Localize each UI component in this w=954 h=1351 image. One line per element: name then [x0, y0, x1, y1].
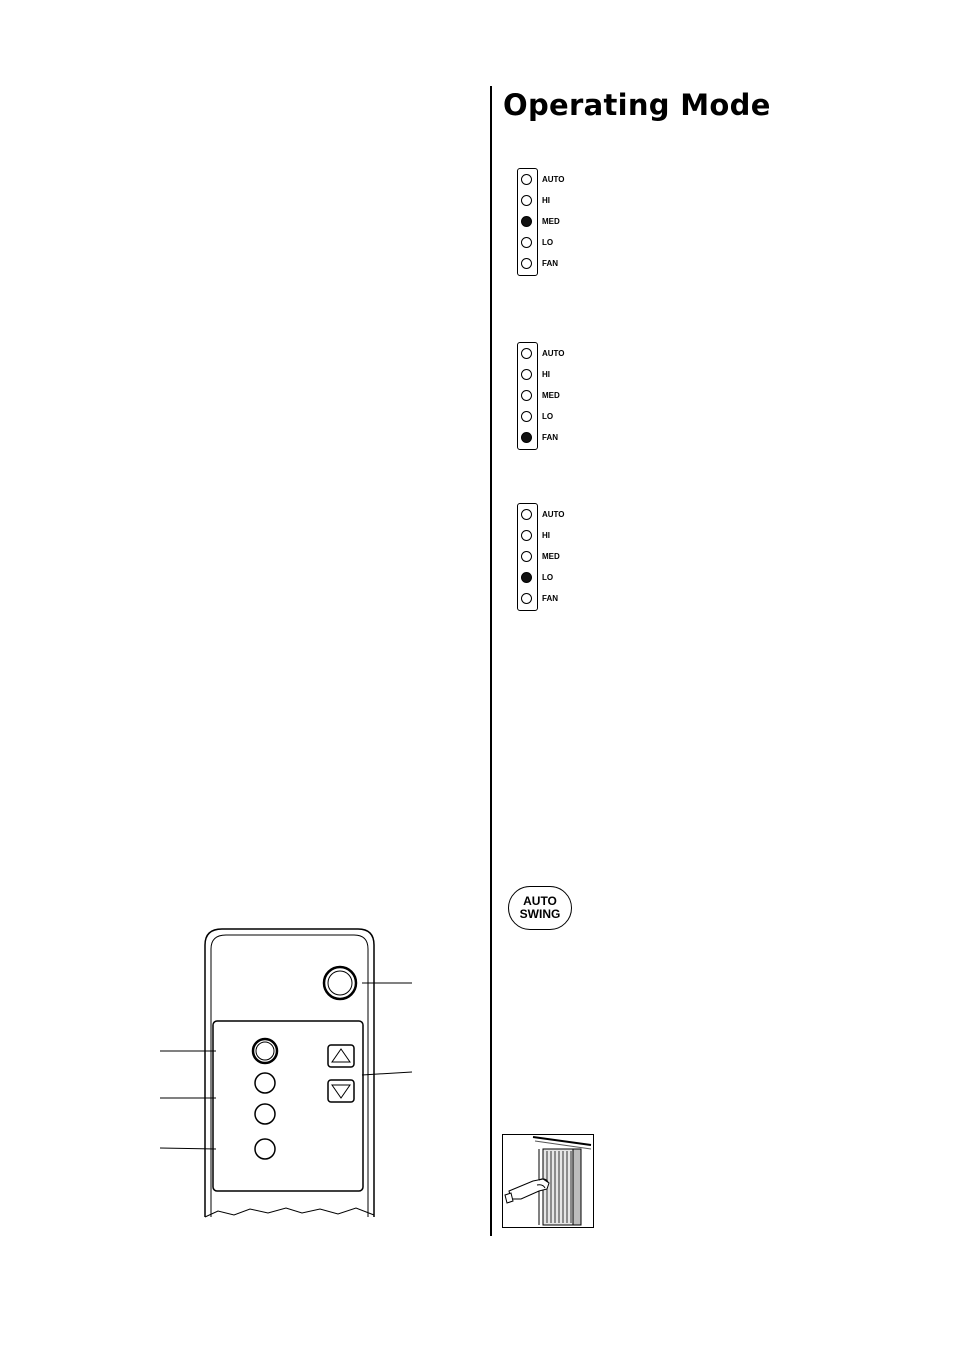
led-med-lit: [521, 216, 532, 227]
mode-indicator-panel: AUTO HI MED LO FAN: [517, 503, 565, 611]
power-button-icon: [322, 965, 358, 1001]
auto-swing-line1: AUTO: [523, 894, 557, 908]
label-fan: FAN: [542, 259, 558, 268]
label-lo: LO: [542, 412, 554, 421]
label-auto: AUTO: [542, 349, 565, 358]
led-med: [521, 551, 532, 562]
label-med: MED: [542, 552, 560, 561]
led-lo: [521, 411, 532, 422]
label-hi: HI: [542, 531, 550, 540]
label-fan: FAN: [542, 594, 558, 603]
louver-photo: [502, 1134, 594, 1228]
led-hi: [521, 530, 532, 541]
auto-swing-line2: SWING: [519, 907, 561, 921]
led-auto: [521, 509, 532, 520]
led-auto: [521, 174, 532, 185]
label-auto: AUTO: [542, 175, 565, 184]
led-fan-lit: [521, 432, 532, 443]
led-fan: [521, 258, 532, 269]
led-auto: [521, 348, 532, 359]
label-fan: FAN: [542, 433, 558, 442]
mode-indicator-panel: AUTO HI MED LO FAN: [517, 342, 565, 450]
led-lo: [521, 237, 532, 248]
hand-adjusting-louver-icon: [504, 1136, 592, 1226]
column-divider: [490, 86, 492, 1236]
label-med: MED: [542, 391, 560, 400]
label-hi: HI: [542, 196, 550, 205]
label-hi: HI: [542, 370, 550, 379]
label-lo: LO: [542, 238, 554, 247]
label-med: MED: [542, 217, 560, 226]
auto-swing-button[interactable]: AUTO SWING: [508, 886, 572, 930]
led-med: [521, 390, 532, 401]
led-hi: [521, 369, 532, 380]
label-lo: LO: [542, 573, 554, 582]
page-title: Operating Mode: [503, 88, 771, 122]
led-lo-lit: [521, 572, 532, 583]
remote-control-icon: [159, 928, 413, 1218]
button-panel: [212, 1020, 364, 1192]
mode-indicator-panel: AUTO HI MED LO FAN: [517, 168, 565, 276]
label-auto: AUTO: [542, 510, 565, 519]
led-hi: [521, 195, 532, 206]
led-fan: [521, 593, 532, 604]
